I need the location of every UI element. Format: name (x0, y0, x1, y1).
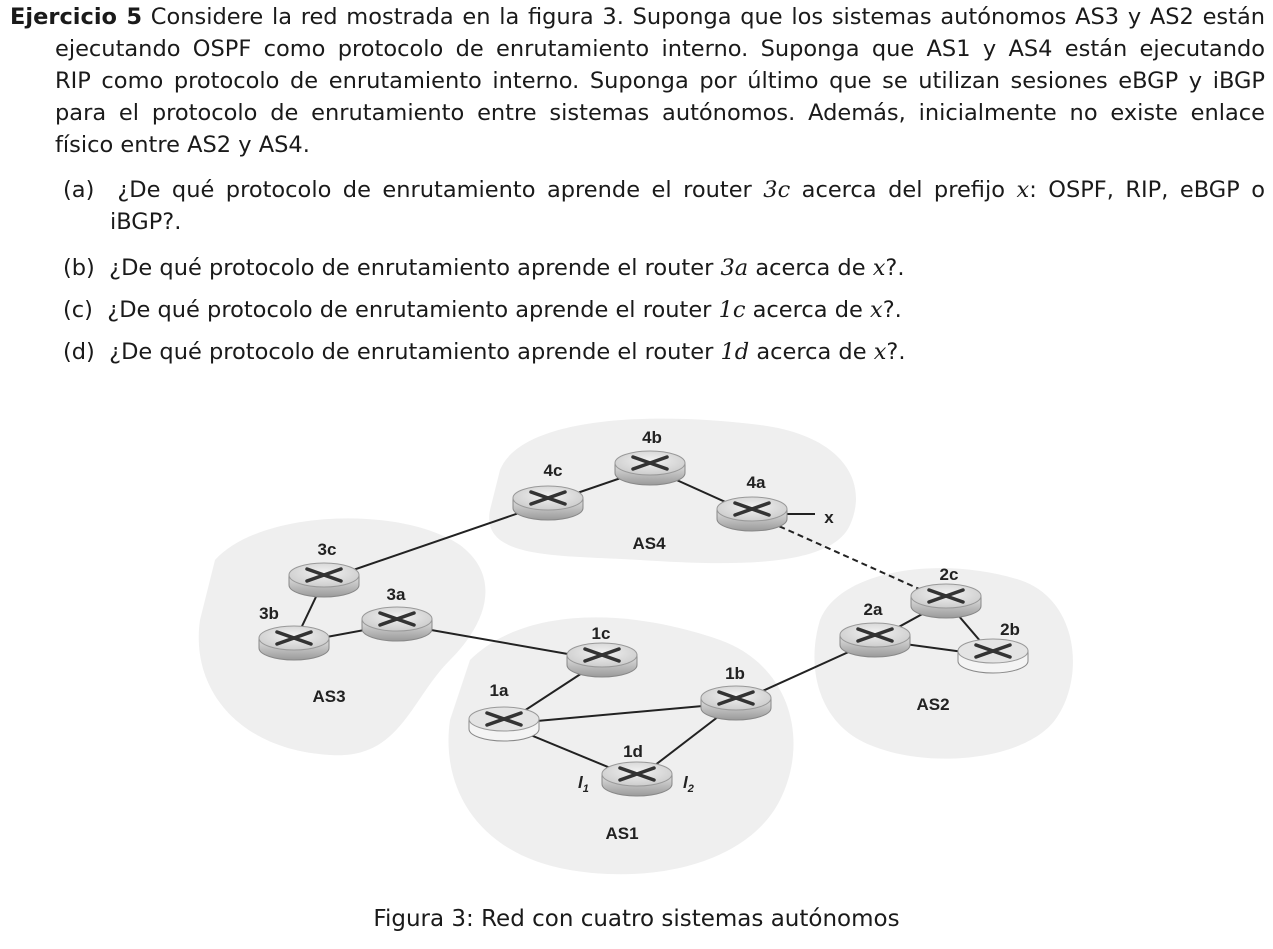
router-1b-icon (700, 685, 772, 721)
label-4b: 4b (642, 428, 662, 447)
router-1c-icon (566, 642, 638, 678)
question-d: (d) ¿De qué protocolo de enrutamiento ap… (63, 339, 906, 365)
question-b: (b) ¿De qué protocolo de enrutamiento ap… (63, 255, 905, 281)
prefix-x: x (824, 508, 834, 527)
label-3a: 3a (387, 585, 406, 604)
exercise-line-2: ejecutando OSPF como protocolo de enruta… (55, 36, 1265, 62)
router-3b-icon (258, 625, 330, 661)
router-3a-icon (361, 606, 433, 642)
as1-region (448, 617, 794, 875)
network-diagram: 4c 4b 4a 3c 3b 3a 1c 1a 1b 1d 2a 2c 2b x… (198, 418, 1073, 875)
router-2a-icon (839, 622, 911, 658)
figure-caption: Figura 3: Red con cuatro sistemas autóno… (373, 906, 900, 932)
question-c: (c) ¿De qué protocolo de enrutamiento ap… (63, 297, 902, 323)
label-1c: 1c (592, 624, 611, 643)
as2-region (814, 568, 1073, 759)
label-1a: 1a (490, 681, 509, 700)
exercise-line-4: para el protocolo de enrutamiento entre … (55, 100, 1265, 126)
dashed-link-4a-2c (751, 513, 947, 602)
router-4a-icon (716, 496, 788, 532)
as3-region (198, 518, 486, 756)
as1-label: AS1 (605, 824, 638, 843)
exercise-line-3: RIP como protocolo de enrutamiento inter… (55, 68, 1265, 94)
router-3c-icon (288, 562, 360, 598)
exercise-title: Ejercicio 5 (10, 4, 143, 30)
router-4b-icon (614, 450, 686, 486)
router-2c-icon (910, 583, 982, 619)
label-3b: 3b (259, 604, 279, 623)
exercise-line-5: físico entre AS2 y AS4. (55, 132, 310, 158)
router-2b-icon (957, 638, 1029, 674)
as3-label: AS3 (312, 687, 345, 706)
router-4c-icon (512, 485, 584, 521)
exercise-text: Considere la red mostrada en la figura 3… (150, 4, 1265, 30)
label-2a: 2a (864, 600, 883, 619)
as2-label: AS2 (916, 695, 949, 714)
label-2b: 2b (1000, 620, 1020, 639)
label-4a: 4a (747, 473, 766, 492)
question-a: (a) ¿De qué protocolo de enrutamiento ap… (63, 177, 1265, 203)
as4-label: AS4 (632, 534, 666, 553)
router-1d-icon (601, 761, 673, 797)
router-1a-icon (468, 706, 540, 742)
interface-l1: l1 (578, 773, 589, 795)
label-1b: 1b (725, 664, 745, 683)
label-3c: 3c (318, 540, 337, 559)
label-2c: 2c (940, 565, 959, 584)
label-1d: 1d (623, 742, 643, 761)
label-4c: 4c (544, 461, 563, 480)
question-a-cont: iBGP?. (110, 209, 182, 235)
interface-l2: l2 (683, 773, 694, 795)
exercise-line-1: Ejercicio 5 Considere la red mostrada en… (10, 2, 1265, 32)
